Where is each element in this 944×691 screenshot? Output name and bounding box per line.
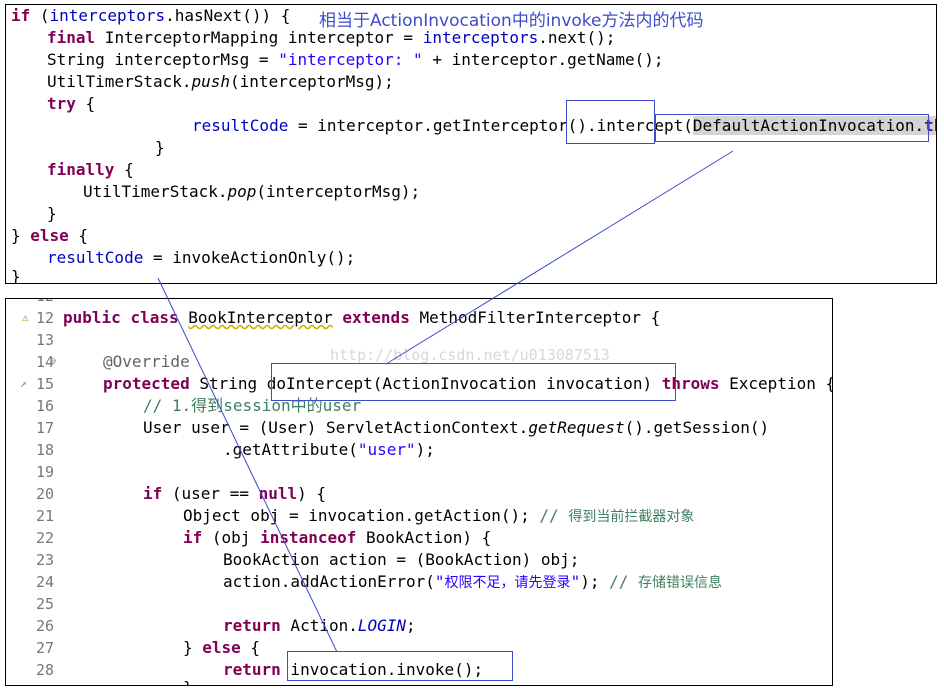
code-line: } else { xyxy=(183,638,261,657)
code-line: finally { xyxy=(47,160,134,179)
code-line: return Action.LOGIN; xyxy=(223,616,416,635)
connector-line-to-signature xyxy=(385,150,734,365)
intercept-call-box xyxy=(566,100,655,144)
warning-marker-icon: ⚠ xyxy=(22,311,29,324)
code-line: } xyxy=(155,138,165,157)
line-number: 17 xyxy=(35,419,54,437)
code-line: resultCode = interceptor.getInterceptor(… xyxy=(192,115,936,137)
code-line: if (user == null) { xyxy=(143,484,327,503)
line-number: 24 xyxy=(35,573,54,591)
this-reference: DefaultActionInvocation.this xyxy=(692,116,936,135)
this-argument-box xyxy=(655,114,929,142)
line-number: 22 xyxy=(35,529,54,547)
line-number: 19 xyxy=(35,463,54,481)
code-line: @Override xyxy=(103,352,190,371)
annotation-text: 相当于ActionInvocation中的invoke方法内的代码 xyxy=(319,11,704,31)
code-line: } xyxy=(183,677,193,685)
line-number: 28 xyxy=(35,661,54,679)
watermark-text: http://blog.csdn.net/u013087513 xyxy=(330,346,610,364)
do-intercept-signature-box xyxy=(271,363,676,401)
line-number: 27 xyxy=(35,639,54,657)
line-number: 23 xyxy=(35,551,54,569)
code-line: final InterceptorMapping interceptor = i… xyxy=(47,28,616,47)
override-marker-icon: ↗ xyxy=(20,377,27,390)
code-line: public class BookInterceptor extends Met… xyxy=(63,308,661,327)
code-line: protected String doIntercept(ActionInvoc… xyxy=(103,374,833,393)
code-line: Object obj = invocation.getAction(); // … xyxy=(183,506,695,525)
code-line: User user = (User) ServletActionContext.… xyxy=(143,418,770,437)
line-number: 20 xyxy=(35,485,54,503)
code-line: UtilTimerStack.push(interceptorMsg); xyxy=(47,72,394,91)
connector-line-to-invoke xyxy=(157,277,338,653)
code-line: return invocation.invoke(); xyxy=(223,660,484,679)
line-number: 21 xyxy=(35,507,54,525)
invocation-code-panel: if (interceptors.hasNext()) { final Inte… xyxy=(5,4,937,284)
code-line: try { xyxy=(47,94,96,113)
line-number: 14 xyxy=(35,353,54,371)
line-number: 29 xyxy=(10,681,54,685)
code-line: UtilTimerStack.pop(interceptorMsg); xyxy=(83,182,421,201)
code-line: if (interceptors.hasNext()) { xyxy=(11,6,291,25)
code-line: action.addActionError("权限不足，请先登录"); // 存… xyxy=(223,572,723,591)
code-line: BookAction action = (BookAction) obj; xyxy=(223,550,580,569)
line-number: 25 xyxy=(35,595,54,613)
book-interceptor-editor: 12 ⚠ 12 13 14 ⊖ ↗ 15 16 17 18 19 20 21 2… xyxy=(5,298,833,686)
fold-toggle-icon[interactable]: ⊖ xyxy=(50,356,57,367)
line-number: 12 xyxy=(35,309,54,327)
line-number: 15 xyxy=(35,375,54,393)
line-number-gutter: 12 ⚠ 12 13 14 ⊖ ↗ 15 16 17 18 19 20 21 2… xyxy=(6,299,58,685)
invocation-invoke-box xyxy=(287,651,513,681)
code-line: } xyxy=(11,267,21,284)
code-line: } else { xyxy=(11,226,89,245)
line-number: 16 xyxy=(35,397,54,415)
code-line: } xyxy=(47,204,57,223)
line-number: 12 xyxy=(10,299,54,307)
code-line: if (obj instanceof BookAction) { xyxy=(183,528,492,547)
code-line: resultCode = invokeActionOnly(); xyxy=(47,248,356,267)
code-line: .getAttribute("user"); xyxy=(223,440,435,459)
line-number: 18 xyxy=(35,441,54,459)
line-number: 26 xyxy=(35,617,54,635)
line-number: 13 xyxy=(35,331,54,349)
code-line: String interceptorMsg = "interceptor: " … xyxy=(47,50,664,69)
